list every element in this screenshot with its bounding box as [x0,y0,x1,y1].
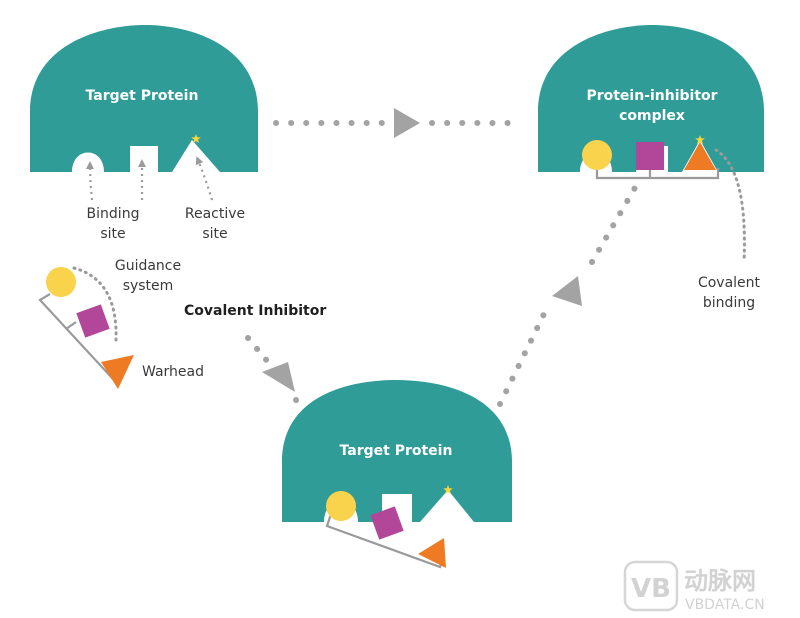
watermark-logo: VB [631,574,671,604]
protein-title: Target Protein [86,88,199,104]
complex-linker-square [636,142,664,170]
flow-arrowhead-top [394,108,420,138]
complex-reactive-star [695,135,705,144]
target-protein-bottom: Target Protein [282,380,512,569]
covalent-inhibitor-label: Covalent Inhibitor [184,303,326,319]
watermark-site: VBDATA.CN [685,597,765,613]
watermark-logo-box [623,560,679,612]
covalent-binding-label-2: binding [703,295,755,311]
target-protein-top-left: Target Protein [30,25,258,172]
flow-arrowhead-left [262,362,295,392]
site-pointers [86,156,214,201]
bottom-linker-square [370,506,404,540]
linker-square [76,304,110,338]
protein-inhibitor-complex: Protein-inhibitor complex [538,25,764,180]
flow-arrow-right [497,183,639,407]
complex-title-1: Protein-inhibitor [586,88,717,104]
bottom-guidance-circle [326,491,356,521]
reactive-site-label-1: Reactive [185,206,245,222]
covalent-binding-dots [714,148,746,264]
flow-arrow-left [245,335,305,410]
guidance-arc [72,266,118,342]
flow-arrowhead-right [552,276,582,306]
watermark: VB 动脉网 VBDATA.CN [623,560,765,613]
flow-arrow-top [273,108,521,138]
bottom-protein-body [282,380,512,522]
warhead-label: Warhead [142,364,204,380]
bottom-warhead-triangle [418,538,446,568]
protein-body [30,25,258,172]
complex-protein-body [538,25,764,172]
binding-site-label-2: site [100,226,125,242]
reactive-site-label-2: site [202,226,227,242]
watermark-name: 动脉网 [684,567,756,595]
guidance-label-2: system [123,278,174,294]
warhead-triangle [101,355,134,389]
binding-site-label-1: Binding [87,206,140,222]
bottom-protein-title: Target Protein [340,443,453,459]
covalent-binding-label-1: Covalent [698,275,761,291]
guidance-system-circle [46,267,76,297]
complex-title-2: complex [619,108,685,124]
complex-warhead-triangle [684,142,716,170]
bottom-reactive-star [443,485,453,494]
covalent-inhibitor-molecule [38,266,134,389]
reactive-site-star [191,134,201,143]
guidance-label-1: Guidance [115,258,181,274]
complex-guidance-circle [582,140,612,170]
